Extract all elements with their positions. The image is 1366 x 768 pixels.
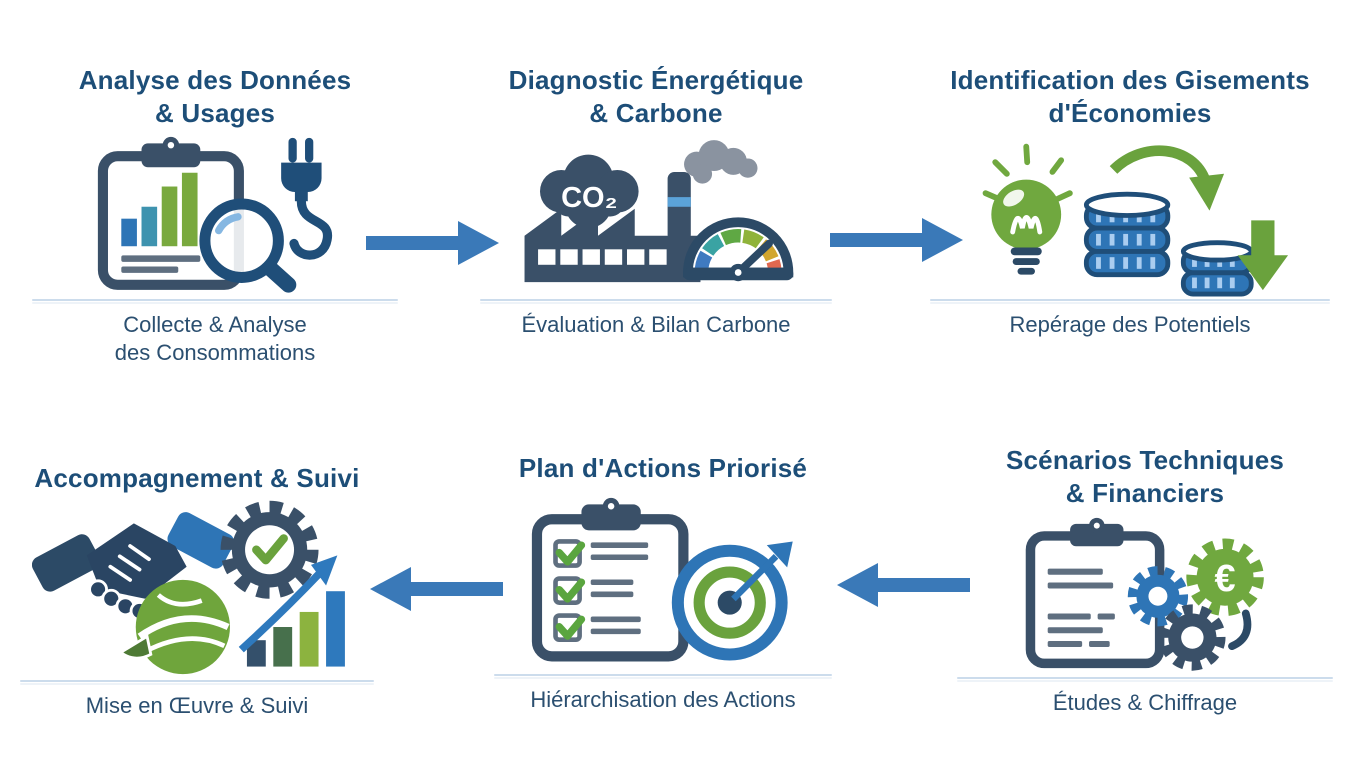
checkbox-check-icon (553, 576, 634, 605)
step-caption: Études & Chiffrage (955, 689, 1335, 717)
clipboard-notes-icon (1025, 517, 1165, 668)
factory-icon (524, 171, 701, 283)
divider (930, 299, 1330, 301)
target-dart-icon (671, 541, 793, 661)
growth-arrow-icon (238, 554, 338, 652)
step-icon-group: CO₂ (511, 140, 801, 290)
growth-chart-icon (238, 554, 345, 667)
step-icon-group (523, 493, 803, 665)
step-caption: Hiérarchisation des Actions (492, 686, 834, 714)
lightbulb-icon (982, 143, 1073, 275)
flow-arrow-right-2 (830, 218, 963, 262)
gear-check-icon (220, 500, 319, 599)
plan-icon (531, 497, 793, 662)
step-title: Scénarios Techniques & Financiers (955, 444, 1335, 510)
step-accompagnement-suivi: Accompagnement & Suivi (18, 462, 376, 720)
divider (32, 299, 398, 301)
step-caption: Collecte & Analyse des Consommations (30, 311, 400, 367)
identification-icon (982, 143, 1289, 296)
power-plug-icon (281, 137, 332, 260)
flow-arrow-left-1 (837, 563, 970, 607)
step-icon-group (90, 136, 340, 293)
step-caption: Évaluation & Bilan Carbone (478, 311, 834, 339)
step-identification-gisements: Identification des Gisements d'Économies (928, 64, 1332, 339)
step-caption-line1: Évaluation & Bilan Carbone (521, 312, 791, 337)
step-title-line1: Plan d'Actions Priorisé (518, 453, 808, 483)
step-caption-line1: Collecte & Analyse (123, 312, 307, 337)
step-caption-line1: Études & Chiffrage (1052, 690, 1238, 715)
step-title: Diagnostic Énergétique & Carbone (478, 64, 834, 130)
divider (957, 677, 1333, 679)
analyse-icon (97, 136, 332, 293)
step-title: Analyse des Données & Usages (30, 64, 400, 130)
step-caption-line1: Hiérarchisation des Actions (530, 687, 796, 712)
step-title-line2: & Carbone (589, 98, 723, 128)
divider (494, 674, 832, 676)
co2-label: CO₂ (561, 182, 617, 214)
step-caption: Mise en Œuvre & Suivi (18, 692, 376, 720)
curved-down-arrow-icon (1109, 144, 1225, 211)
step-title-line1: Analyse des Données (78, 65, 352, 95)
growth-bars-icon (246, 590, 345, 667)
diagnostic-icon: CO₂ (524, 140, 794, 283)
step-title-line2: & Financiers (1065, 478, 1225, 508)
leaf-globe-icon (118, 579, 230, 674)
smoke-icon (684, 140, 758, 184)
checklist-clipboard-icon (531, 497, 689, 662)
step-caption: Repérage des Potentiels (928, 311, 1332, 339)
step-icon-group: € (1018, 517, 1273, 671)
dart-icon (731, 554, 779, 602)
coin-stack-large-icon (1083, 191, 1171, 277)
step-title-line1: Accompagnement & Suivi (34, 463, 360, 493)
magnifier-icon (199, 198, 297, 293)
divider (20, 680, 374, 682)
step-analyse-donnees: Analyse des Données & Usages (30, 64, 400, 367)
step-diagnostic-energetique: Diagnostic Énergétique & Carbone (478, 64, 834, 339)
gear-blue-icon (1127, 565, 1189, 626)
step-title: Plan d'Actions Priorisé (492, 452, 834, 485)
gauge-icon (683, 217, 794, 282)
step-caption-line1: Repérage des Potentiels (1009, 312, 1251, 337)
step-icon-group (27, 500, 367, 674)
step-title-line2: d'Économies (1048, 98, 1212, 128)
coin-stack-small-icon (1180, 239, 1254, 296)
step-title: Identification des Gisements d'Économies (928, 64, 1332, 130)
step-title-line1: Scénarios Techniques (1005, 445, 1285, 475)
step-title-line2: & Usages (154, 98, 276, 128)
step-scenarios-techniques: Scénarios Techniques & Financiers (955, 444, 1335, 717)
checkbox-check-icon (553, 539, 649, 568)
handshake-icon (32, 511, 235, 621)
scenarios-icon: € (1025, 517, 1264, 671)
step-caption-line2: des Consommations (114, 340, 316, 365)
hook-icon (1228, 609, 1252, 650)
divider (480, 299, 832, 301)
gear-dark-icon (1159, 603, 1226, 671)
step-title-line1: Diagnostic Énergétique (508, 65, 804, 95)
step-title-line1: Identification des Gisements (950, 65, 1310, 95)
co2-cloud-icon: CO₂ (540, 154, 639, 229)
gear-euro-icon: € (1186, 538, 1264, 616)
checkbox-check-icon (553, 613, 641, 643)
accompagnement-icon (32, 500, 345, 674)
step-icon-group (965, 140, 1295, 296)
step-title: Accompagnement & Suivi (18, 462, 376, 495)
step-plan-actions: Plan d'Actions Priorisé (492, 452, 834, 714)
step-caption-line1: Mise en Œuvre & Suivi (85, 693, 309, 718)
down-arrow-icon (1237, 219, 1289, 290)
flow-arrow-left-2 (370, 567, 503, 611)
euro-symbol: € (1215, 558, 1236, 600)
flow-arrow-right-1 (366, 221, 499, 265)
